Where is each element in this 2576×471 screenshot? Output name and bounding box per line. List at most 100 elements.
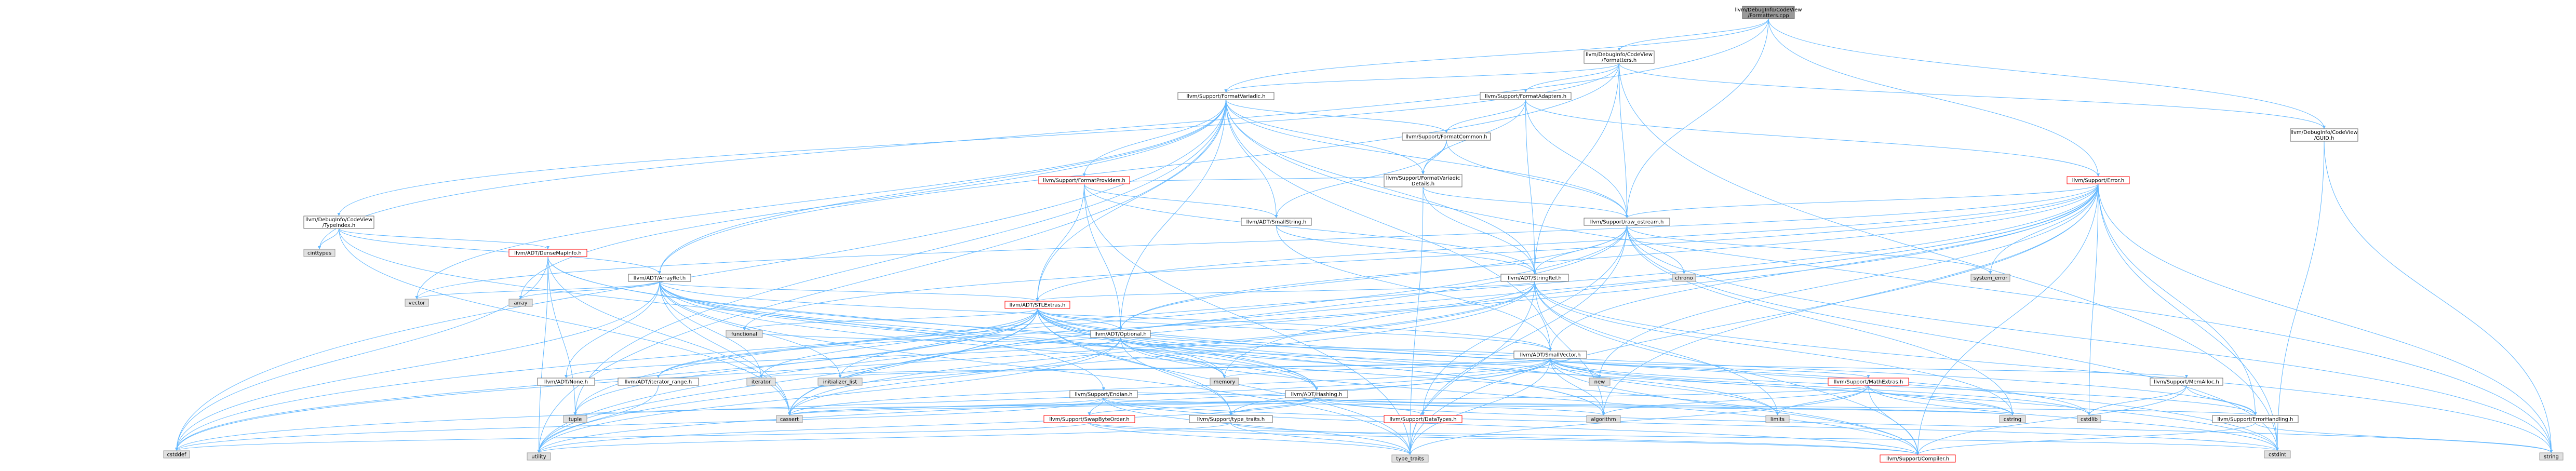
edge-arrowhead-smallvector-to-new: [1598, 375, 1601, 378]
edge-stringref-to-iterator_range: [658, 281, 1535, 379]
node-none[interactable]: llvm/ADT/None.h: [537, 378, 595, 386]
edge-arrowhead-typeindex-to-densemapinfo: [546, 246, 549, 249]
node-type_traits: type_traits: [1391, 454, 1429, 463]
node-label-mathextras: llvm/Support/MathExtras.h: [1834, 380, 1903, 385]
node-compiler[interactable]: llvm/Support/Compiler.h: [1880, 454, 1956, 463]
node-stlextras[interactable]: llvm/ADT/STLExtras.h: [1004, 301, 1070, 309]
edge-swapbyteorder-to-type_traits: [1089, 422, 1411, 455]
edge-type_traits_h-to-utility: [539, 422, 1231, 453]
node-formatproviders[interactable]: llvm/Support/FormatProviders.h: [1038, 176, 1130, 184]
edge-arrowhead-mathextras-to-cassert: [788, 412, 791, 415]
node-formatadapters[interactable]: llvm/Support/FormatAdapters.h: [1480, 92, 1572, 100]
edge-fmt_h-to-formatadapters: [1525, 63, 1619, 93]
edge-raw_ostream-to-type_traits: [1410, 225, 1627, 455]
node-box-initializer_list: [817, 378, 863, 386]
node-box-arrayref: [628, 274, 691, 282]
node-label-type_traits_h: llvm/Support/type_traits.h: [1197, 417, 1265, 423]
node-swapbyteorder[interactable]: llvm/Support/SwapByteOrder.h: [1043, 415, 1135, 423]
node-label-arrayref: llvm/ADT/ArrayRef.h: [634, 276, 686, 281]
node-label-cinttypes: cinttypes: [307, 251, 331, 257]
node-guid[interactable]: llvm/DebugInfo/CodeView/GUID.h: [2290, 128, 2358, 142]
node-box-string: [2539, 452, 2564, 461]
node-array: array: [508, 299, 533, 307]
node-box-system_error: [1970, 274, 2010, 282]
node-smallstring[interactable]: llvm/ADT/SmallString.h: [1241, 218, 1312, 226]
node-fmt_h[interactable]: llvm/DebugInfo/CodeView/Formatters.h: [1584, 50, 1655, 64]
node-memalloc[interactable]: llvm/Support/MemAlloc.h: [2150, 378, 2223, 386]
edge-fmt_h-to-stringref: [1534, 63, 1619, 275]
edge-arrowhead-errorhandling-to-compiler: [1916, 452, 1920, 455]
edge-arrowhead-memalloc-to-cstdlib: [2087, 412, 2091, 415]
node-box-swapbyteorder: [1043, 415, 1135, 423]
node-formatvariadic[interactable]: llvm/Support/FormatVariadic.h: [1177, 92, 1274, 100]
edge-smallvector-to-cstdlib: [1550, 358, 2089, 416]
node-errorhandling[interactable]: llvm/Support/ErrorHandling.h: [2212, 415, 2299, 423]
edge-error-to-new: [1599, 183, 2099, 379]
node-optional[interactable]: llvm/ADT/Optional.h: [1090, 330, 1151, 338]
edge-fvdetails-to-raw_ostream: [1423, 186, 1627, 219]
edge-root-to-raw_ostream: [1627, 18, 1769, 219]
node-raw_ostream[interactable]: llvm/Support/raw_ostream.h: [1584, 218, 1670, 226]
edge-optional-to-memory: [1120, 337, 1225, 379]
node-box-new: [1589, 378, 1611, 386]
edge-arrowhead-stlextras-to-iterator_range: [656, 375, 660, 378]
edge-raw_ostream-to-optional: [1120, 225, 1627, 331]
node-label-guid: llvm/DebugInfo/CodeView/GUID.h: [2290, 130, 2357, 141]
edge-densemapinfo-to-cassert: [547, 256, 790, 416]
edge-arrowhead-optional-to-hashing: [1315, 387, 1318, 391]
edge-fvdetails-to-stringref: [1423, 186, 1535, 275]
node-iterator_range[interactable]: llvm/ADT/iterator_range.h: [618, 378, 699, 386]
node-error[interactable]: llvm/Support/Error.h: [2067, 176, 2130, 184]
node-cstdint: cstdint: [2264, 450, 2291, 459]
node-typeindex[interactable]: llvm/DebugInfo/CodeView/TypeIndex.h: [303, 216, 374, 229]
edge-formatvariadic-to-vector: [417, 99, 1226, 300]
node-hashing[interactable]: llvm/ADT/Hashing.h: [1285, 390, 1348, 398]
node-box-memory: [1210, 378, 1239, 386]
edge-errorhandling-to-compiler: [1917, 422, 2256, 455]
edge-arrowhead-arrayref-to-array: [519, 296, 522, 299]
node-formatcommon[interactable]: llvm/Support/FormatCommon.h: [1402, 132, 1491, 141]
edge-formatadapters-to-stringref: [1525, 99, 1535, 275]
node-cinttypes: cinttypes: [303, 249, 336, 257]
edge-mathextras-to-cstring: [1868, 385, 2013, 416]
edge-fmt_h-to-cstdint: [1619, 63, 2278, 451]
node-box-type_traits_h: [1189, 415, 1273, 423]
edge-arrayref-to-array: [520, 281, 660, 300]
edge-root-to-fmt_h: [1619, 18, 1769, 51]
edge-arrowhead-smallvector-to-memory: [1223, 375, 1226, 378]
node-arrayref[interactable]: llvm/ADT/ArrayRef.h: [628, 274, 691, 282]
node-densemapinfo[interactable]: llvm/ADT/DenseMapInfo.h: [508, 249, 587, 257]
node-root[interactable]: llvm/DebugInfo/CodeView/Formatters.cpp: [1735, 6, 1802, 19]
node-box-cinttypes: [303, 249, 336, 257]
node-label-cassert: cassert: [780, 417, 799, 423]
node-box-cassert: [776, 415, 803, 423]
edge-root-to-formatvariadic: [1226, 18, 1769, 93]
node-datatypes[interactable]: llvm/Support/DataTypes.h: [1384, 415, 1463, 423]
edge-hashing-to-cstring: [1316, 397, 2013, 416]
edge-formatvariadic-to-formatcommon: [1226, 99, 1447, 133]
node-box-endian: [1069, 390, 1138, 398]
edge-optional-to-none: [566, 337, 1121, 379]
node-mathextras[interactable]: llvm/Support/MathExtras.h: [1828, 378, 1909, 386]
edge-arrowhead-root-to-fmt_h: [1617, 48, 1621, 51]
edge-error-to-vector: [417, 183, 2099, 300]
edge-arrowhead-fmt_h-to-formatvariadic: [1224, 89, 1228, 92]
edge-mathextras-to-cstdint: [1868, 385, 2278, 451]
node-endian[interactable]: llvm/Support/Endian.h: [1069, 390, 1138, 398]
node-label-string: string: [2544, 454, 2559, 460]
edge-arrowhead-raw_ostream-to-system_error: [1989, 271, 1992, 274]
edge-fmt_h-to-arrayref: [659, 63, 1619, 275]
edge-arrowhead-fmt_h-to-formatadapters: [1524, 89, 1527, 92]
edge-optional-to-new: [1120, 337, 1600, 379]
edge-arrowhead-smallvector-to-memalloc: [2185, 375, 2188, 378]
edge-smallvector-to-limits: [1550, 358, 1778, 416]
node-cstdlib: cstdlib: [2077, 415, 2101, 423]
node-box-mathextras: [1828, 378, 1909, 386]
edge-arrowhead-hashing-to-type_traits_h: [1229, 412, 1232, 415]
edge-typeindex-to-cinttypes: [319, 228, 339, 250]
node-cstddef: cstddef: [163, 450, 190, 459]
node-type_traits_h[interactable]: llvm/Support/type_traits.h: [1189, 415, 1273, 423]
node-smallvector[interactable]: llvm/ADT/SmallVector.h: [1513, 351, 1587, 359]
node-stringref[interactable]: llvm/ADT/StringRef.h: [1500, 274, 1569, 282]
